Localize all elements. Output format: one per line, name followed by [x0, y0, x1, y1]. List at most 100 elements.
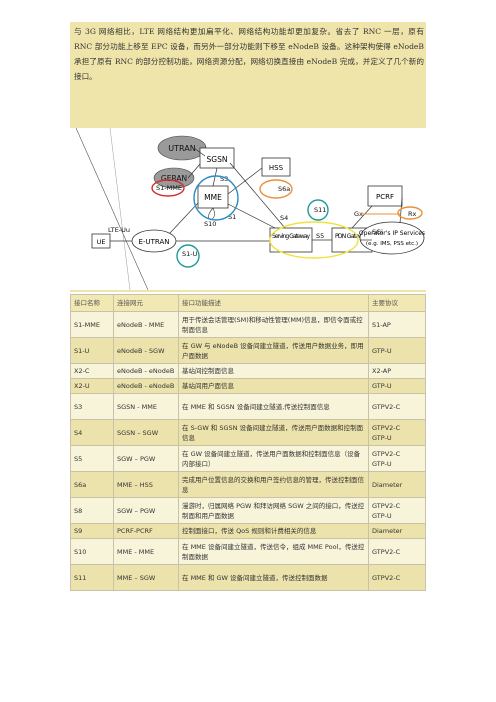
s10-label: S10 — [204, 220, 216, 228]
hss-node — [261, 157, 291, 177]
cell-connected-elements: MME – SGW — [113, 564, 179, 591]
cell-connected-elements: MME - MME — [113, 538, 179, 565]
cell-interface-name: S9 — [70, 523, 114, 539]
cell-description: 在 MME 设备间建立隧道，传送信令，组成 MME Pool，传送控制面数据 — [178, 538, 369, 565]
cell-protocol: Diameter — [368, 523, 426, 539]
s11-label: S11 — [314, 206, 326, 214]
intro-paragraph: 与 3G 网络相比，LTE 网络结构更加扁平化、网络结构功能却更加复杂。省去了 … — [74, 27, 424, 81]
s1-label: S1 — [228, 213, 236, 221]
utran-label: UTRAN — [168, 144, 195, 153]
cell-protocol: X2-AP — [368, 363, 426, 379]
cell-protocol: GTPV2-C — [368, 538, 426, 565]
cell-connected-elements: PCRF-PCRF — [113, 523, 179, 539]
sgi-label: SGi — [372, 228, 383, 236]
cell-connected-elements: eNodeB - MME — [113, 311, 179, 338]
cell-interface-name: S4 — [70, 419, 114, 446]
header-protocol: 主要协议 — [368, 294, 426, 312]
gx-label: Gx — [354, 210, 363, 218]
s1-mme-highlight — [151, 179, 185, 197]
cell-description: 在 S-GW 和 SGSN 设备间建立隧道，传送用户面数据和控制面信息 — [178, 419, 369, 446]
s4-label: S4 — [280, 214, 288, 222]
s5-label: S5 — [316, 232, 324, 240]
geran-label: GERAN — [161, 174, 187, 183]
geran-cloud: GERAN — [153, 167, 195, 189]
s3-label: S3 — [220, 175, 228, 183]
cell-connected-elements: SGW – PGW — [113, 497, 179, 524]
cell-description: 完成用户位置信息的交换和用户签约信息的管理，传送控制面信息 — [178, 471, 369, 498]
rx-label: Rx — [408, 210, 417, 218]
cell-protocol: GTPV2-C GTP-U — [368, 419, 426, 446]
mme-label: MME — [204, 193, 222, 202]
hss-label: HSS — [269, 164, 284, 172]
eutran-label: E-UTRAN — [139, 238, 170, 246]
cell-connected-elements: MME – HSS — [113, 471, 179, 498]
table-header-row: 接口名称 连接网元 接口功能描述 主要协议 — [70, 294, 426, 312]
cell-connected-elements: eNodeB - SGW — [113, 337, 179, 364]
cell-interface-name: S1-U — [70, 337, 114, 364]
serving-gateway-node — [269, 227, 313, 253]
cell-protocol: GTPV2-C — [368, 564, 426, 591]
cell-description: 在 MME 和 SGSN 设备间建立隧道,传送控制面信息 — [178, 393, 369, 420]
cell-connected-elements: eNodeB - eNodeB — [113, 378, 179, 394]
cell-protocol: Diameter — [368, 471, 426, 498]
cell-description: 基站间用户面信息 — [178, 378, 369, 394]
cell-connected-elements: SGSN - MME — [113, 393, 179, 420]
cell-connected-elements: SGSN – SGW — [113, 419, 179, 446]
cell-description: 控制面接口，传送 QoS 规则和计费相关的信息 — [178, 523, 369, 539]
s1-u-label: S1-U — [182, 250, 198, 258]
cell-protocol: GTPV2-C GTP-U — [368, 445, 426, 472]
cell-interface-name: X2-U — [70, 378, 114, 394]
cell-protocol: GTP-U — [368, 337, 426, 364]
pcrf-node — [367, 185, 403, 207]
cell-description: 在 GW 与 eNodeB 设备间建立隧道，传送用户数据业务，即用户面数据 — [178, 337, 369, 364]
pcrf-label: PCRF — [376, 193, 394, 201]
s1-u-highlight — [176, 244, 200, 268]
s11-highlight — [307, 199, 329, 221]
cell-interface-name: S11 — [70, 564, 114, 591]
cell-interface-name: S10 — [70, 538, 114, 565]
cell-protocol: GTP-U — [368, 378, 426, 394]
cell-description: 在 GW 设备间建立隧道，传送用户面数据和控制面信息（设备内部接口） — [178, 445, 369, 472]
operator-label: Operator's IP Services — [359, 230, 425, 237]
s1-mme-label: S1-MME — [156, 184, 182, 192]
cell-connected-elements: SGW – PGW — [113, 445, 179, 472]
serving-gw-label: Serving Gateway — [272, 233, 310, 240]
cell-interface-name: S8 — [70, 497, 114, 524]
mme-highlight — [193, 175, 239, 221]
cell-interface-name: S5 — [70, 445, 114, 472]
lte-architecture-diagram: UTRAN GERAN SGSN HSS MME PCRF UE E-UTRAN… — [70, 128, 426, 290]
utran-cloud: UTRAN — [157, 135, 207, 161]
header-connected-elements: 连接网元 — [113, 294, 179, 312]
cell-protocol: S1-AP — [368, 311, 426, 338]
cell-connected-elements: eNodeB - eNodeB — [113, 363, 179, 379]
ue-label: UE — [97, 238, 106, 246]
cell-protocol: GTPV2-C GTP-U — [368, 497, 426, 524]
cell-description: 在 MME 和 GW 设备间建立隧道，传送控制面数据 — [178, 564, 369, 591]
s6a-label: S6a — [278, 185, 290, 193]
gateway-highlight — [269, 221, 359, 259]
cell-description: 用于传送会话管理(SM)和移动性管理(MM)信息，即信令面或控制面信息 — [178, 311, 369, 338]
header-description: 接口功能描述 — [178, 294, 369, 312]
rx-highlight — [397, 206, 423, 220]
cell-interface-name: X2-C — [70, 363, 114, 379]
header-interface-name: 接口名称 — [70, 294, 114, 312]
pdn-gw-label: PDN Gateway — [335, 233, 369, 240]
cell-description: 基站间控制面信息 — [178, 363, 369, 379]
operator-services-cloud: Operator's IP Services (e.g. IMS, PSS et… — [359, 221, 425, 255]
sgsn-label: SGSN — [207, 155, 228, 164]
lte-uu-label: LTE-Uu — [108, 226, 130, 234]
cell-protocol: GTPV2-C — [368, 393, 426, 420]
